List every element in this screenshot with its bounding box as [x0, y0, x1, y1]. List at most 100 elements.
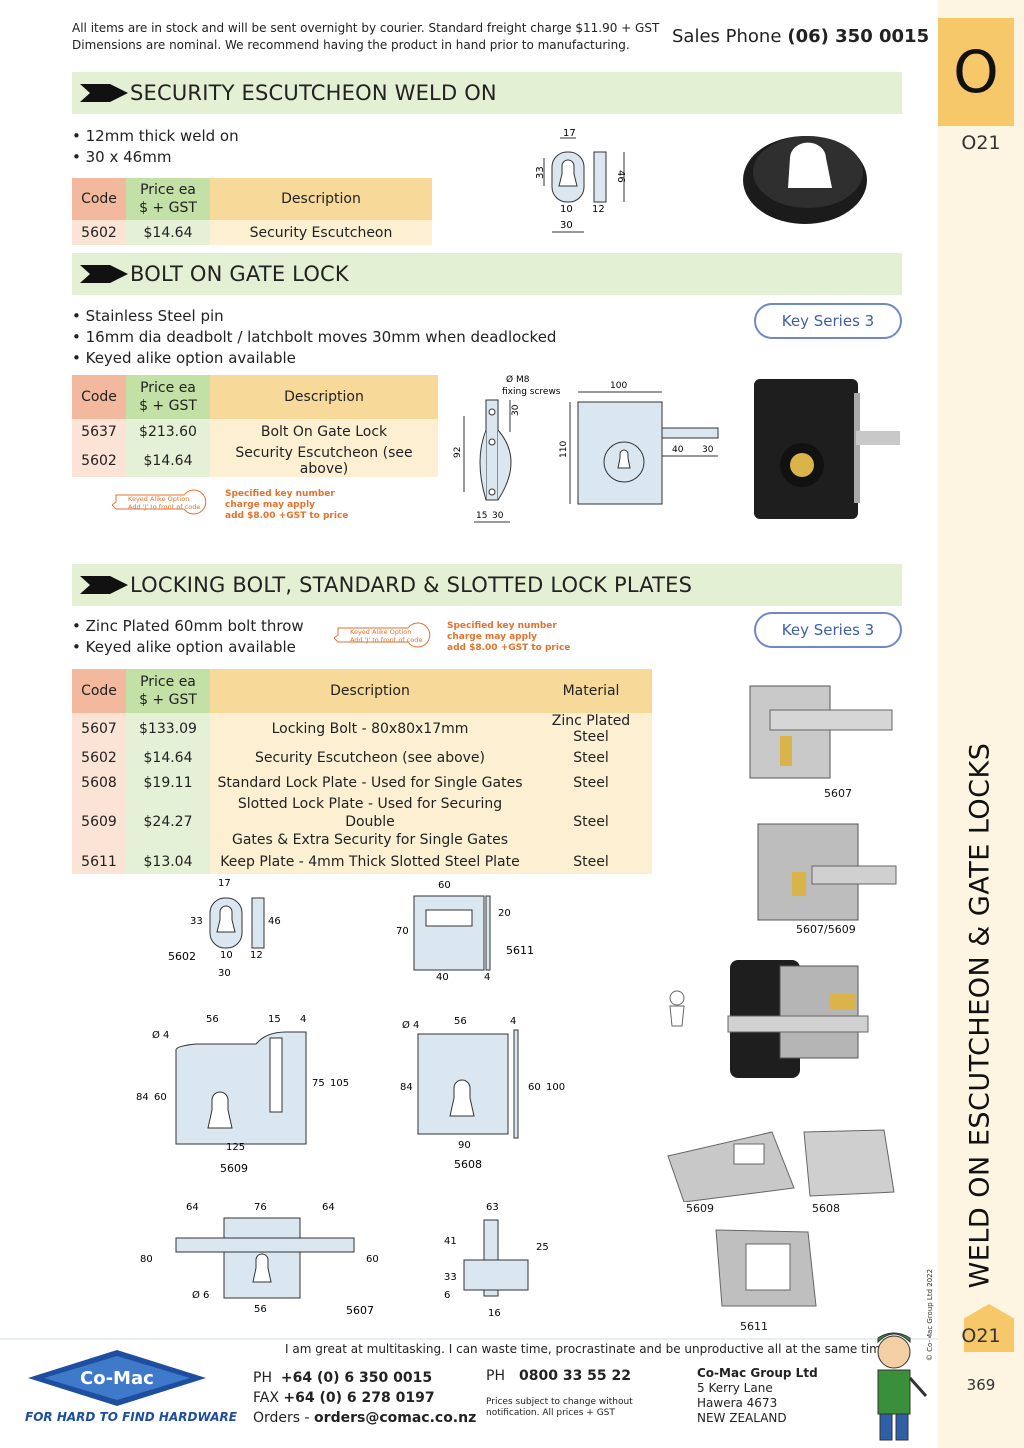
gate-lock-photo: [754, 379, 900, 519]
svg-text:4: 4: [510, 1016, 516, 1027]
svg-text:105: 105: [330, 1078, 349, 1089]
svg-text:5602: 5602: [168, 950, 196, 963]
section-title: LOCKING BOLT, STANDARD & SLOTTED LOCK PL…: [130, 573, 693, 597]
svg-text:25: 25: [536, 1242, 549, 1253]
section-header: BOLT ON GATE LOCK: [72, 253, 902, 295]
svg-text:56: 56: [454, 1016, 467, 1027]
bullet-list: • 12mm thick weld on• 30 x 46mm: [72, 127, 239, 166]
drawing-5611: 60 70 20 40 4 5611: [396, 880, 534, 983]
svg-text:4: 4: [300, 1014, 306, 1025]
svg-text:40: 40: [436, 972, 449, 983]
svg-text:56: 56: [254, 1304, 267, 1315]
section-title: BOLT ON GATE LOCK: [130, 262, 349, 286]
mascot-small-icon: [669, 990, 685, 1027]
company-address: Co-Mac Group Ltd 5 Kerry Lane Hawera 467…: [697, 1366, 818, 1425]
freight-notice: All items are in stock and will be sent …: [72, 21, 660, 52]
svg-text:60: 60: [438, 880, 451, 891]
slogan: FOR HARD TO FIND HARDWARE: [25, 1410, 237, 1424]
key-icon: Keyed Alike Option Add 'J' to front of c…: [112, 489, 207, 515]
svg-text:Ø M8: Ø M8: [506, 374, 530, 385]
svg-text:12: 12: [250, 950, 263, 961]
comac-logo: Co-Mac: [28, 1350, 206, 1406]
key-series-button[interactable]: Key Series 3: [754, 612, 902, 648]
mascot-icon: [877, 1332, 928, 1441]
svg-text:80: 80: [140, 1254, 153, 1265]
svg-text:84: 84: [136, 1092, 149, 1103]
svg-text:4: 4: [484, 972, 490, 983]
svg-text:15: 15: [476, 511, 487, 521]
drawing-5608: Ø 4 56 4 84 60 100 90 5608: [400, 1016, 565, 1171]
svg-text:20: 20: [498, 908, 511, 919]
sales-phone: Sales Phone(06) 350 0015: [672, 26, 930, 47]
photo-label: 5607: [824, 787, 852, 800]
svg-text:60: 60: [366, 1254, 379, 1265]
key-series-button[interactable]: Key Series 3: [754, 303, 902, 339]
svg-text:6: 6: [444, 1290, 450, 1301]
svg-text:30: 30: [492, 511, 504, 521]
svg-text:33: 33: [190, 916, 203, 927]
arrow-icon: [80, 84, 128, 102]
svg-text:17: 17: [563, 128, 576, 139]
svg-text:84: 84: [400, 1082, 413, 1093]
svg-text:16: 16: [488, 1308, 501, 1319]
page-number: 369: [966, 1376, 996, 1394]
svg-text:41: 41: [444, 1236, 457, 1247]
svg-text:30: 30: [702, 445, 714, 455]
drawing-5609: 56 15 4 Ø 4 84 60 75 105 125 5609: [136, 1014, 349, 1175]
svg-text:fixing screws: fixing screws: [502, 387, 561, 397]
arrow-icon: [80, 576, 128, 594]
svg-text:5611: 5611: [506, 944, 534, 957]
page-code-bottom: O21: [961, 1325, 1001, 1347]
svg-text:60: 60: [154, 1092, 167, 1103]
bullet-list: • Zinc Plated 60mm bolt throw• Keyed ali…: [72, 617, 304, 656]
lock-plates-photo: [667, 1129, 895, 1202]
bullet-list: • Stainless Steel pin• 16mm dia deadbolt…: [72, 307, 557, 367]
svg-text:10: 10: [220, 950, 233, 961]
svg-text:Keyed Alike Option: Keyed Alike Option: [350, 628, 411, 636]
footer-tagline: I am great at multitasking. I can waste …: [285, 1342, 893, 1356]
svg-text:64: 64: [186, 1202, 199, 1213]
svg-text:Add 'J' to front of code: Add 'J' to front of code: [350, 636, 422, 644]
svg-text:12: 12: [592, 204, 605, 215]
svg-text:33: 33: [535, 166, 546, 179]
svg-text:46: 46: [615, 170, 626, 183]
svg-text:Keyed Alike Option: Keyed Alike Option: [128, 495, 189, 503]
svg-text:15: 15: [268, 1014, 281, 1025]
orders-email-link[interactable]: orders@comac.co.nz: [314, 1410, 477, 1426]
svg-text:5608: 5608: [454, 1158, 482, 1171]
svg-text:10: 10: [560, 204, 573, 215]
svg-text:64: 64: [322, 1202, 335, 1213]
svg-text:Ø 6: Ø 6: [192, 1289, 209, 1301]
page-code: O21: [961, 132, 1001, 154]
svg-text:30: 30: [560, 220, 573, 231]
footer-divider: [0, 1338, 938, 1340]
assembled-lock-photo: [727, 960, 869, 1078]
svg-text:63: 63: [486, 1202, 499, 1213]
svg-text:30: 30: [218, 968, 231, 979]
section-header: LOCKING BOLT, STANDARD & SLOTTED LOCK PL…: [72, 564, 902, 606]
svg-text:Add 'J' to front of code: Add 'J' to front of code: [128, 503, 200, 511]
svg-text:46: 46: [268, 916, 281, 927]
drawing-5607-side: 63 41 25 33 6 16: [444, 1202, 549, 1319]
svg-text:70: 70: [396, 926, 409, 937]
svg-text:5609: 5609: [220, 1162, 248, 1175]
svg-text:100: 100: [610, 381, 627, 391]
keep-plate-photo: [715, 1229, 817, 1307]
svg-text:56: 56: [206, 1014, 219, 1025]
photo-label: 5611: [740, 1320, 768, 1333]
svg-text:125: 125: [226, 1142, 245, 1153]
escutcheon-photo: [743, 136, 867, 224]
svg-text:110: 110: [559, 441, 569, 458]
svg-text:75: 75: [312, 1078, 325, 1089]
photo-label: 5608: [812, 1202, 840, 1215]
svg-text:30: 30: [511, 404, 521, 416]
